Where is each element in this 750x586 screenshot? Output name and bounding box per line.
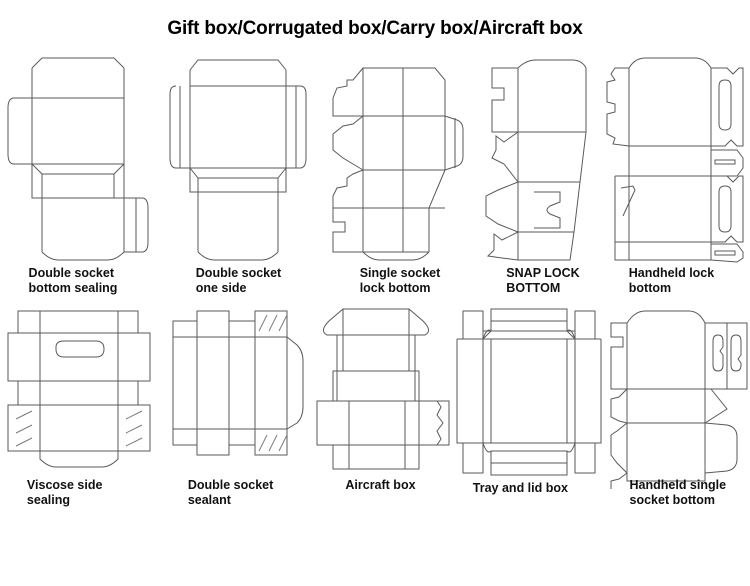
diagram-row-1: Double socket bottom sealing [0, 46, 750, 297]
diagram-cell-handheld-single-socket-bottom[interactable]: Handheld single socket bottom [600, 303, 750, 509]
diagram-caption: Handheld single socket bottom [629, 477, 727, 507]
diagram-cell-aircraft-box[interactable]: Aircraft box [314, 303, 453, 509]
diagram-caption: Double socket one side [195, 266, 282, 296]
box-dieline-icon [485, 59, 587, 261]
box-dieline-icon [172, 310, 304, 455]
diagram-caption: Aircraft box [345, 477, 416, 492]
box-dieline-icon [332, 67, 463, 261]
diagram-caption: Single socket lock bottom [359, 266, 441, 296]
page-title: Gift box/Corrugated box/Carry box/Aircra… [167, 18, 583, 39]
box-dieline-icon [7, 57, 149, 261]
diagram-caption: Handheld lock bottom [628, 266, 715, 296]
box-dieline-icon [456, 308, 602, 475]
box-dieline-icon [316, 308, 450, 469]
box-dieline-icon [606, 57, 743, 263]
diagram-caption: Double socket sealant [187, 477, 274, 507]
diagram-cell-tray-and-lid-box[interactable]: Tray and lid box [453, 303, 602, 509]
diagram-row-2: Viscose side sealing [0, 303, 750, 509]
diagram-caption: Viscose side sealing [26, 477, 103, 507]
diagram-cell-handheld-lock-bottom[interactable]: Handheld lock bottom [599, 46, 750, 297]
diagram-cell-snap-lock-bottom[interactable]: SNAP LOCK BOTTOM [471, 46, 599, 297]
box-dieline-icon [169, 59, 306, 261]
diagram-cell-single-socket-lock-bottom[interactable]: Single socket lock bottom [319, 46, 471, 297]
diagram-cell-viscose-side-sealing[interactable]: Viscose side sealing [0, 303, 159, 509]
diagram-caption: Double socket bottom sealing [28, 266, 118, 296]
box-dieline-icon [610, 310, 748, 489]
diagram-grid: Double socket bottom sealing [0, 46, 750, 508]
box-dieline-icon [7, 310, 151, 467]
diagram-caption: SNAP LOCK BOTTOM [506, 266, 580, 296]
diagram-cell-double-socket-bottom-sealing[interactable]: Double socket bottom sealing [0, 46, 162, 297]
diagram-cell-double-socket-one-side[interactable]: Double socket one side [162, 46, 319, 297]
diagram-cell-double-socket-sealant[interactable]: Double socket sealant [159, 303, 313, 509]
diagram-caption: Tray and lid box [472, 480, 568, 495]
